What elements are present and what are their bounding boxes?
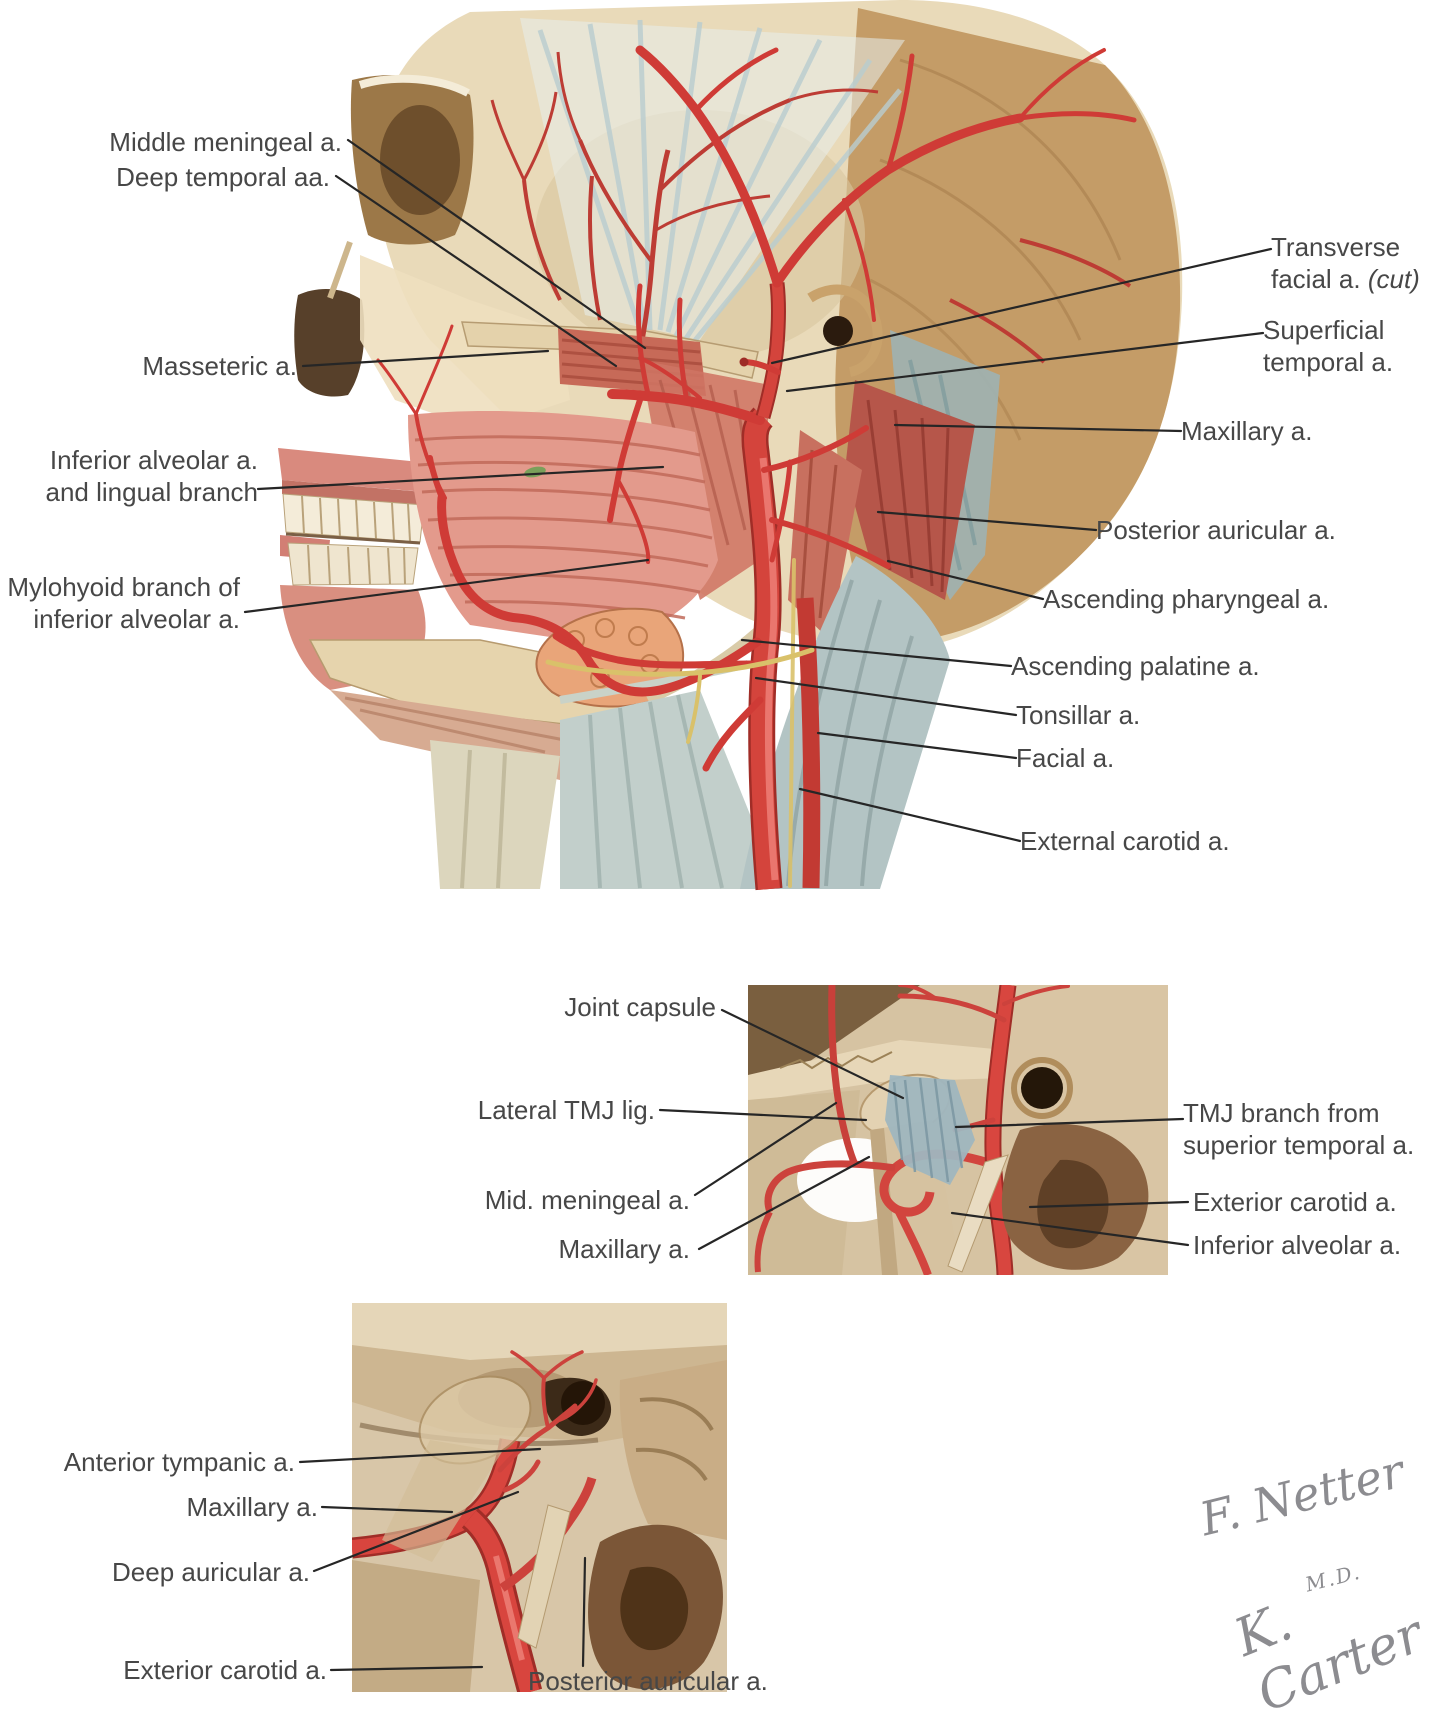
label-exterior-carotid-a-ear: Exterior carotid a.	[123, 1655, 327, 1685]
label-transverse-facial-a: Transverse facial a. (cut)	[1271, 231, 1438, 295]
label-posterior-auricular-a-ear: Posterior auricular a.	[528, 1666, 768, 1696]
main-illustration	[278, 0, 1183, 891]
label-exterior-carotid-a-tmj: Exterior carotid a.	[1193, 1187, 1397, 1217]
label-anterior-tympanic-a: Anterior tympanic a.	[63, 1447, 295, 1477]
label-tonsillar-a: Tonsillar a.	[1016, 700, 1141, 730]
label-superficial-temporal-a: Superficial temporal a.	[1263, 315, 1394, 377]
label-maxillary-a-main: Maxillary a.	[1181, 416, 1313, 446]
label-transverse-facial-text: Transverse facial a.	[1271, 232, 1401, 294]
label-ascending-pharyngeal-a: Ascending pharyngeal a.	[1043, 584, 1330, 614]
label-middle-meningeal-a: Middle meningeal a.	[109, 127, 342, 157]
tmj-inset-illustration	[748, 985, 1168, 1275]
label-lateral-tmj-lig: Lateral TMJ lig.	[477, 1095, 655, 1125]
label-facial-a: Facial a.	[1016, 743, 1115, 773]
label-posterior-auricular-a-main: Posterior auricular a.	[1096, 515, 1336, 545]
label-joint-capsule: Joint capsule	[564, 992, 716, 1022]
label-ascending-palatine-a: Ascending palatine a.	[1011, 651, 1260, 681]
label-mylohyoid-branch: Mylohyoid branch of inferior alveolar a.	[7, 572, 240, 634]
label-mid-meningeal-a: Mid. meningeal a.	[484, 1185, 690, 1215]
label-external-carotid-a: External carotid a.	[1020, 826, 1230, 856]
label-inferior-alveolar-lingual: Inferior alveolar a. and lingual branch	[45, 445, 259, 507]
label-deep-auricular-a: Deep auricular a.	[112, 1557, 310, 1587]
ear-inset-illustration	[352, 1303, 727, 1692]
label-maxillary-a-tmj: Maxillary a.	[558, 1234, 690, 1264]
label-maxillary-a-ear: Maxillary a.	[186, 1492, 318, 1522]
leader-lines	[243, 138, 1273, 1672]
label-deep-temporal-aa: Deep temporal aa.	[116, 162, 330, 192]
label-inferior-alveolar-a-tmj: Inferior alveolar a.	[1193, 1230, 1402, 1260]
label-transverse-facial-cut-note: (cut)	[1367, 264, 1420, 294]
label-masseteric-a: Masseteric a.	[142, 351, 297, 381]
label-tmj-branch: TMJ branch from superior temporal a.	[1183, 1098, 1415, 1160]
